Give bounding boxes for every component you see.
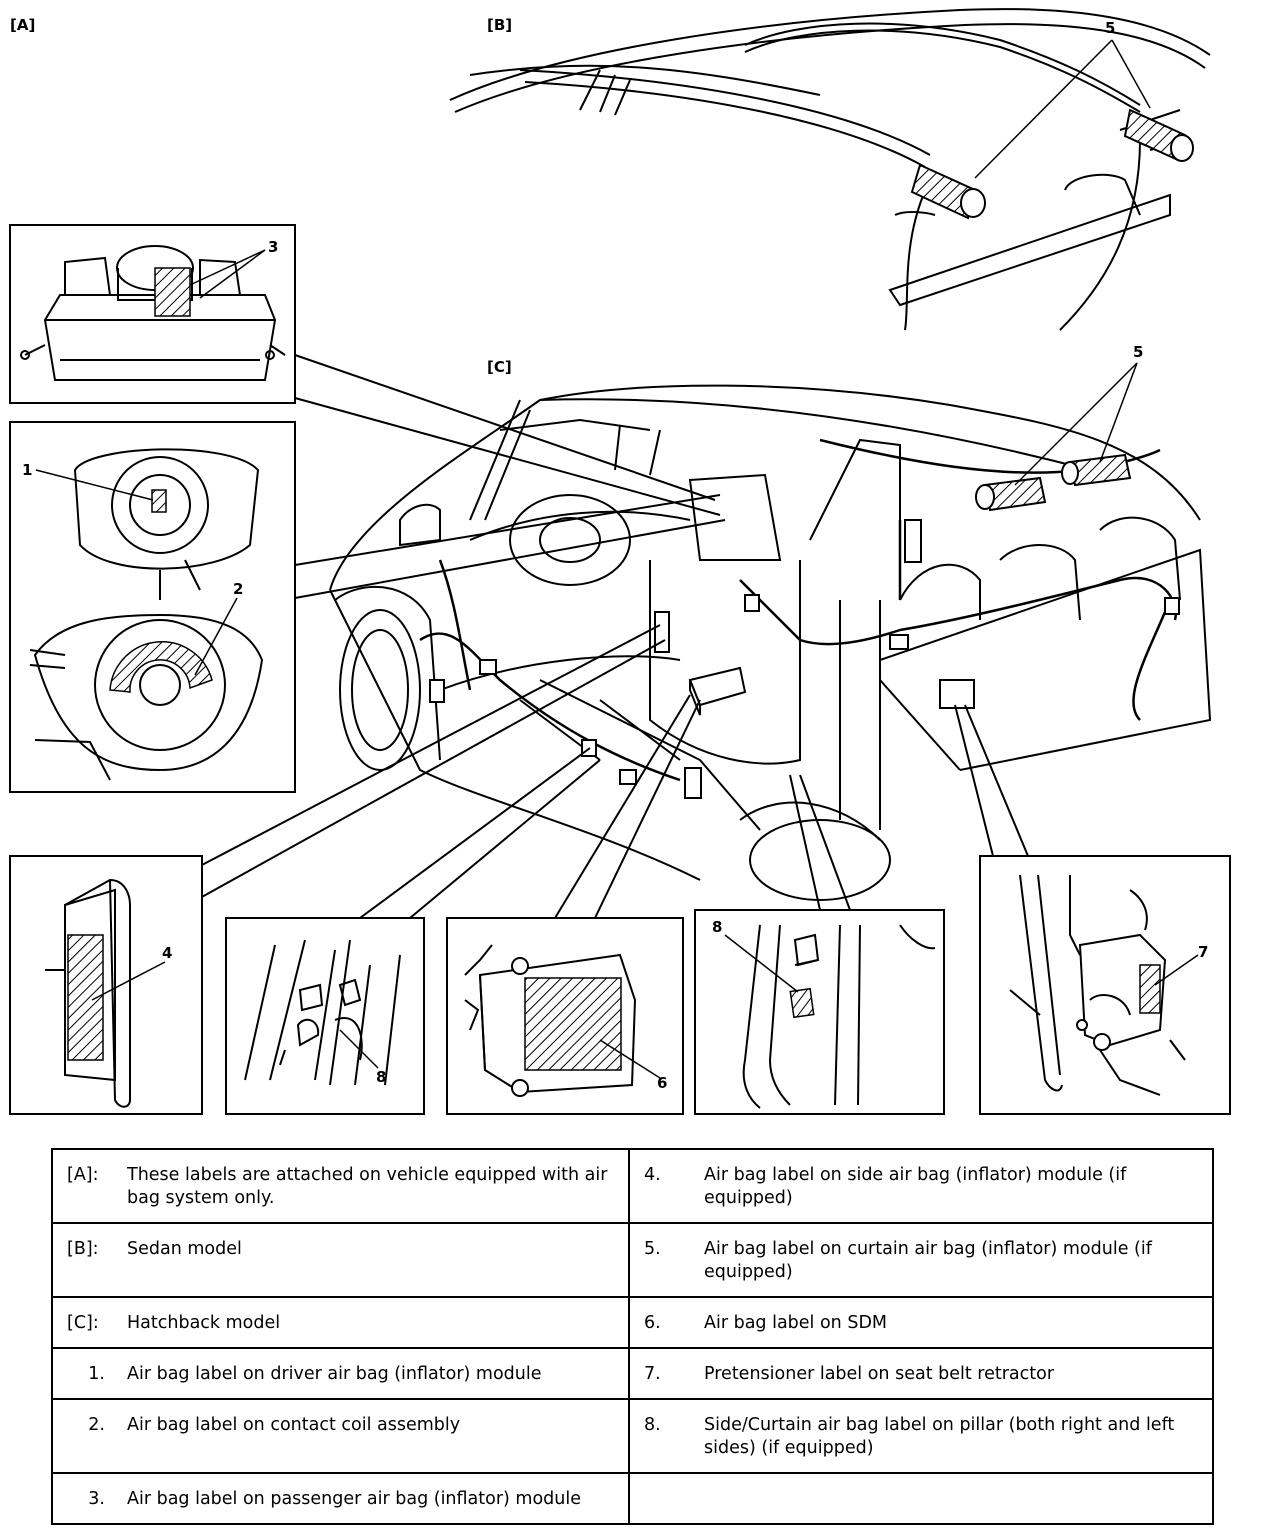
inset-seatbelt-retractor: 7: [979, 855, 1231, 1115]
legend-text: Hatchback model: [127, 1313, 281, 1333]
callout-5-sedan: 5: [974, 19, 1151, 179]
inset-passenger-airbag: 3: [9, 224, 296, 404]
callout-label-4: 4: [162, 944, 172, 962]
legend-text: Side/Curtain air bag label on pillar (bo…: [704, 1415, 1175, 1458]
legend-key: 8.: [644, 1415, 661, 1435]
legend-key: 1.: [88, 1364, 105, 1384]
legend-cell: 2. Air bag label on contact coil assembly: [51, 1398, 630, 1474]
legend-cell: [628, 1472, 1214, 1525]
legend-text: Air bag label on side air bag (inflator)…: [704, 1165, 1127, 1208]
callout-label-5-sedan: 5: [1105, 19, 1115, 37]
sedan-roof-drawing: [449, 8, 1211, 331]
legend-text: Air bag label on driver air bag (inflato…: [127, 1364, 542, 1384]
callout-label-8-rear: 8: [712, 918, 722, 936]
legend-key: 2.: [88, 1415, 105, 1435]
legend-text: Sedan model: [127, 1239, 242, 1259]
legend-cell: 3. Air bag label on passenger air bag (in…: [51, 1472, 630, 1525]
callout-label-8-front: 8: [376, 1068, 386, 1086]
legend-row: 3. Air bag label on passenger air bag (in…: [51, 1472, 1214, 1525]
legend-key: 6.: [644, 1313, 661, 1333]
legend-key: [C]:: [67, 1313, 99, 1333]
legend-text: Air bag label on passenger air bag (infl…: [127, 1489, 582, 1509]
callout-label-5-hatchback: 5: [1133, 343, 1143, 361]
legend-cell: 8. Side/Curtain air bag label on pillar (…: [628, 1398, 1214, 1474]
legend-row: 2. Air bag label on contact coil assembly…: [51, 1398, 1214, 1474]
legend-row: [B]: Sedan model 5. Air bag label on curta…: [51, 1222, 1214, 1298]
legend-text: Air bag label on curtain air bag (inflat…: [704, 1239, 1152, 1282]
legend-row: [A]: These labels are attached on vehicle…: [51, 1148, 1214, 1224]
legend-text: Air bag label on SDM: [704, 1313, 888, 1333]
legend-cell: 7. Pretensioner label on seat belt retrac…: [628, 1347, 1214, 1400]
callout-label-3: 3: [268, 238, 278, 256]
inset-pillar-label-rear: 8: [694, 909, 945, 1115]
legend-row: [C]: Hatchback model 6. Air bag label on S…: [51, 1296, 1214, 1349]
callout-label-2: 2: [233, 580, 243, 598]
legend-key: 4.: [644, 1165, 661, 1185]
sedan-curtain-inflator-left: [910, 163, 986, 220]
legend-key: 5.: [644, 1239, 661, 1259]
legend-key: 7.: [644, 1364, 661, 1384]
inset-side-airbag: 4: [9, 855, 203, 1115]
legend-text: Air bag label on contact coil assembly: [127, 1415, 461, 1435]
hatchback-sdm: [688, 666, 747, 716]
legend-cell: [C]: Hatchback model: [51, 1296, 630, 1349]
legend-row: 1. Air bag label on driver air bag (infla…: [51, 1347, 1214, 1400]
panel-label-c: [C]: [487, 358, 512, 376]
legend-key: 3.: [88, 1489, 105, 1509]
legend-key: [B]:: [67, 1239, 99, 1259]
legend-text: These labels are attached on vehicle equ…: [127, 1165, 608, 1208]
legend-cell: [B]: Sedan model: [51, 1222, 630, 1298]
hatchback-vehicle-drawing: [329, 384, 1212, 901]
legend-cell: 6. Air bag label on SDM: [628, 1296, 1214, 1349]
inset-driver-airbag-contact-coil: 1 2: [9, 421, 296, 793]
callout-label-1: 1: [22, 461, 32, 479]
panel-label-b: [B]: [487, 16, 512, 34]
legend-cell: 1. Air bag label on driver air bag (infla…: [51, 1347, 630, 1400]
inset-sdm: 6: [446, 917, 684, 1115]
hatchback-connectors: [429, 519, 1180, 799]
panel-label-a: [A]: [10, 16, 35, 34]
hatchback-wiring-harness: [419, 438, 1177, 782]
legend-cell: 5. Air bag label on curtain air bag (infl…: [628, 1222, 1214, 1298]
legend-text: Pretensioner label on seat belt retracto…: [704, 1364, 1055, 1384]
callout-5-hatchback: 5: [1014, 343, 1143, 486]
legend-cell: 4. Air bag label on side air bag (inflato…: [628, 1148, 1214, 1224]
inset-leader-lines: [199, 354, 1029, 919]
callout-label-7: 7: [1198, 943, 1208, 961]
legend-key: [A]:: [67, 1165, 99, 1185]
airbag-label-location-diagram: [A] [B] [C] 5: [9, 8, 1231, 1115]
inset-pillar-label-front: 8: [225, 917, 425, 1115]
sedan-curtain-inflator-right: [1123, 108, 1194, 162]
callout-label-6: 6: [657, 1074, 667, 1092]
legend-cell: [A]: These labels are attached on vehicle…: [51, 1148, 630, 1224]
hatchback-curtain-inflators: [975, 453, 1132, 512]
legend-table: [A]: These labels are attached on vehicle…: [51, 1148, 1214, 1525]
